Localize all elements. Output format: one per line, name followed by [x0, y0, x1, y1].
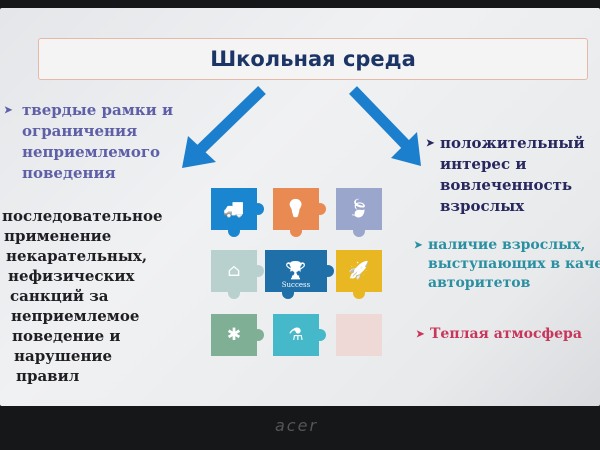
bullet-arrow-icon: ➤: [416, 329, 425, 340]
puzzle-tab: [353, 287, 365, 299]
laptop-brand-logo: acer: [275, 416, 319, 435]
puzzle-tab: [252, 265, 264, 277]
puzzle-tab: [314, 203, 326, 215]
left-text: последовательное применение некарательны…: [2, 206, 163, 386]
text-line: Теплая атмосфера: [430, 326, 582, 342]
slide: Школьная среда ➤ твердые рамки и огранич…: [0, 8, 600, 406]
puzzle-tab: [314, 329, 326, 341]
text-line: выступающих в качес: [428, 256, 600, 272]
puzzle-piece: 🍃: [336, 188, 382, 237]
success-label: Success: [281, 281, 311, 289]
text-line: взрослых: [440, 197, 525, 215]
puzzle-piece: [336, 314, 382, 356]
puzzle-piece: 💡: [273, 188, 326, 237]
puzzle-piece: ⌂: [211, 250, 264, 299]
right-bullet-atmosphere: ➤ Теплая атмосфера: [416, 324, 582, 345]
bullet-arrow-icon: ➤: [426, 138, 435, 149]
text-line: твердые рамки и: [22, 101, 174, 119]
bullet-arrow-icon: ➤: [414, 240, 423, 251]
bullet-arrow-icon: ➤: [4, 105, 13, 116]
right-bullet-adults: ➤ наличие взрослых, выступающих в качес …: [414, 236, 600, 293]
rocket-icon: 🚀: [348, 261, 370, 281]
text-line: интерес и: [440, 155, 527, 173]
puzzle-tab: [290, 225, 302, 237]
text-line: положительный: [440, 134, 585, 152]
right-bullet-interest: ➤ положительный интерес и вовлеченность …: [426, 133, 585, 217]
puzzle-tab: [252, 329, 264, 341]
text-line: ограничения: [22, 122, 138, 140]
text-line: поведения: [22, 164, 116, 182]
puzzle-piece: ⚗: [273, 314, 326, 356]
text-line: нарушение: [14, 347, 113, 365]
puzzle-tab: [252, 203, 264, 215]
arrow-left-icon: [182, 86, 266, 168]
text-line: неприемлемое: [11, 307, 140, 325]
text-line: неприемлемого: [22, 143, 161, 161]
flask-icon: ⚗: [288, 325, 304, 345]
text-line: некарательных,: [6, 247, 148, 265]
text-line: вовлеченность: [440, 176, 573, 194]
text-line: нефизических: [8, 267, 135, 285]
puzzle-tab: [322, 265, 334, 277]
puzzle-piece: 🚀: [336, 250, 382, 299]
puzzle-tab: [228, 225, 240, 237]
gear-icon: ✱: [226, 325, 242, 345]
text-line: авторитетов: [428, 275, 531, 291]
text-line: наличие взрослых,: [428, 237, 586, 253]
leaf-icon: 🍃: [348, 199, 370, 219]
puzzle-tab: [282, 287, 294, 299]
puzzle-piece: 🚚: [211, 188, 264, 237]
text-line: последовательное: [2, 207, 163, 225]
text-line: правил: [16, 367, 80, 385]
puzzle-piece: ✱: [211, 314, 264, 356]
truck-icon: 🚚: [223, 199, 245, 219]
puzzle-tab: [353, 225, 365, 237]
puzzle-piece: 🏆Success: [265, 250, 334, 299]
home-icon: ⌂: [227, 261, 241, 281]
left-bullet: ➤ твердые рамки и ограничения неприемлем…: [4, 100, 174, 184]
slide-title: Школьная среда: [210, 47, 416, 71]
puzzle-tab: [228, 287, 240, 299]
trophy-icon: 🏆: [285, 261, 307, 281]
text-line: применение: [4, 227, 112, 245]
text-line: поведение и: [12, 327, 121, 345]
title-box: Школьная среда: [38, 38, 588, 80]
text-line: санкций за: [10, 287, 109, 305]
lightbulb-icon: 💡: [285, 199, 307, 219]
arrow-right-icon: [349, 86, 421, 166]
